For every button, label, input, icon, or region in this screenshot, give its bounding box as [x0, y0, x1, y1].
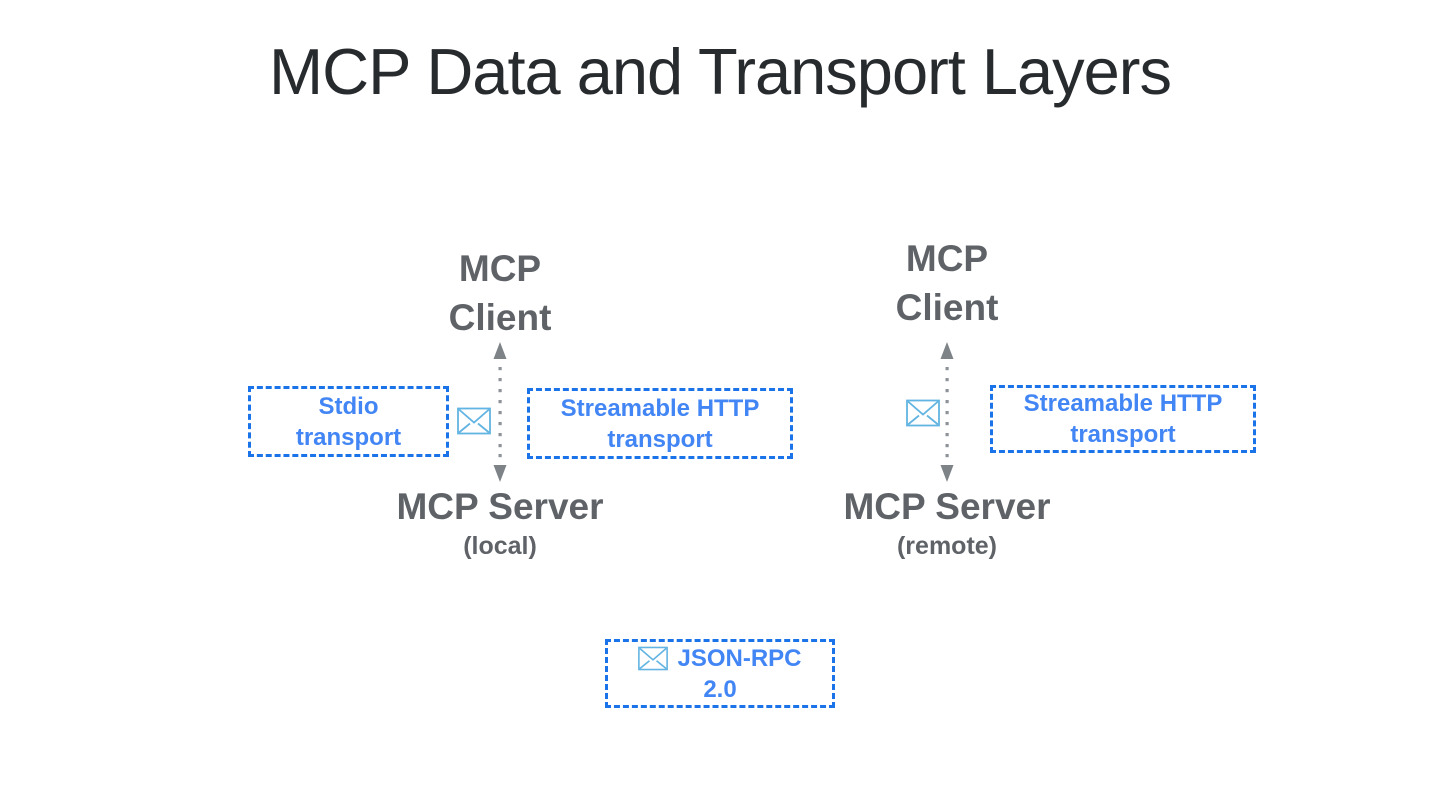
right-mcp-server-name: MCP Server [843, 486, 1051, 527]
envelope-icon [638, 646, 669, 670]
envelope-icon [906, 399, 940, 427]
page-title: MCP Data and Transport Layers [269, 35, 1172, 108]
right-mcp-client-line2: Client [895, 287, 999, 328]
left-mcp-server-name: MCP Server [396, 486, 604, 527]
right-streamable-http-line2: transport [1070, 421, 1176, 448]
left-streamable-http-transport-box: Streamable HTTP transport [527, 388, 793, 459]
left-mcp-client-label: MCP Client [350, 244, 650, 342]
left-mcp-server-qualifier: (local) [463, 532, 537, 560]
stdio-transport-line1: Stdio [318, 392, 379, 420]
bidirectional-dotted-arrow-icon [940, 342, 954, 482]
right-mcp-client-line1: MCP [905, 238, 989, 279]
right-mcp-server-qualifier: (remote) [896, 532, 997, 560]
right-streamable-http-transport-box: Streamable HTTP transport [990, 385, 1256, 453]
right-mcp-client-label: MCP Client [797, 234, 1097, 332]
json-rpc-protocol-box: JSON-RPC 2.0 [605, 639, 835, 708]
left-streamable-http-line2: transport [607, 425, 713, 453]
bidirectional-dotted-arrow-icon [493, 342, 507, 482]
right-mcp-server-label: MCP Server (remote) [767, 485, 1127, 563]
left-streamable-http-line1: Streamable HTTP [560, 394, 760, 422]
left-mcp-server-label: MCP Server (local) [320, 485, 680, 563]
envelope-icon [457, 407, 491, 435]
stdio-transport-line2: transport [295, 423, 402, 451]
json-rpc-row: JSON-RPC [638, 643, 802, 674]
json-rpc-line2: 2.0 [703, 675, 737, 703]
json-rpc-line1: JSON-RPC [677, 644, 802, 672]
left-mcp-client-line2: Client [448, 297, 552, 338]
right-streamable-http-line1: Streamable HTTP [1023, 390, 1223, 417]
left-mcp-client-line1: MCP [458, 248, 542, 289]
stdio-transport-box: Stdio transport [248, 386, 449, 457]
